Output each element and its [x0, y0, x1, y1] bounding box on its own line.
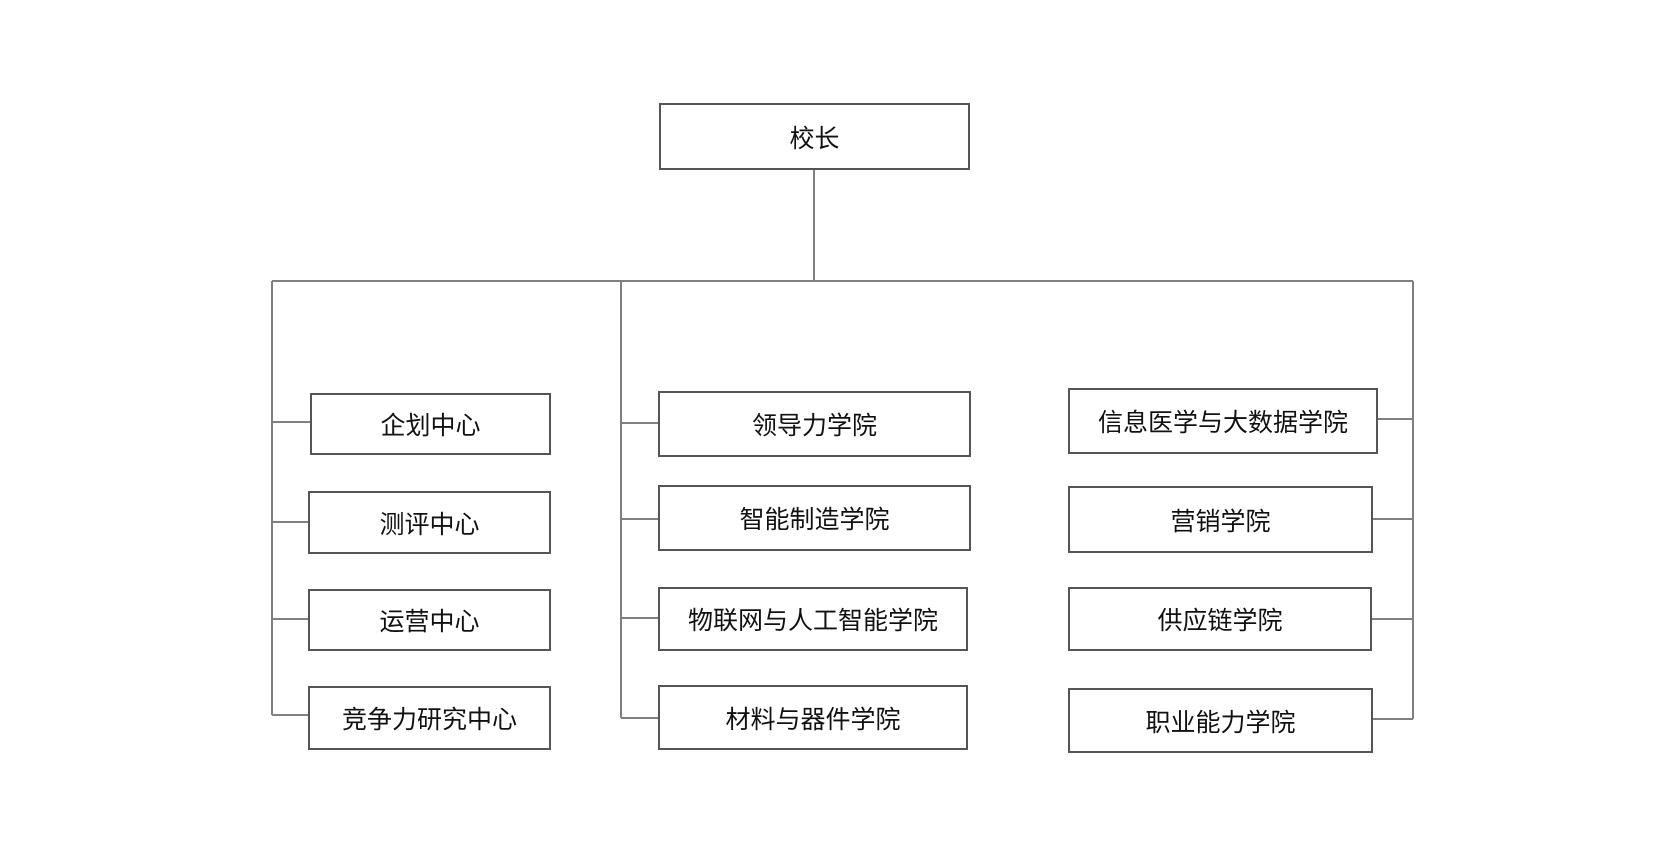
node-competitiveness-research-center: 竞争力研究中心	[308, 686, 551, 750]
node-assessment-center: 测评中心	[308, 491, 551, 554]
node-operations-center: 运营中心	[308, 589, 551, 651]
node-marketing-college: 营销学院	[1068, 486, 1373, 553]
node-leadership-college: 领导力学院	[658, 391, 971, 457]
node-info-medicine-bigdata-college: 信息医学与大数据学院	[1068, 388, 1378, 454]
node-supply-chain-college: 供应链学院	[1068, 587, 1372, 651]
node-planning-center: 企划中心	[310, 393, 551, 455]
node-principal: 校长	[659, 103, 970, 170]
node-smart-manufacturing-college: 智能制造学院	[658, 485, 971, 551]
node-materials-devices-college: 材料与器件学院	[658, 685, 968, 750]
node-iot-ai-college: 物联网与人工智能学院	[658, 587, 968, 651]
node-vocational-ability-college: 职业能力学院	[1068, 688, 1373, 753]
